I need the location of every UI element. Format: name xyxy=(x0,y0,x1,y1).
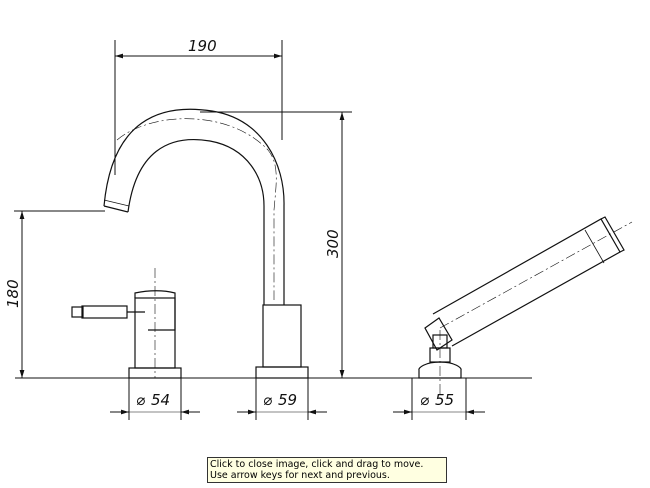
hand-shower xyxy=(418,216,633,395)
lever-mixer-body xyxy=(71,268,182,379)
spout-body xyxy=(103,108,309,379)
dim-180-label: 180 xyxy=(4,279,22,308)
viewer-hint-tooltip[interactable]: Click to close image, click and drag to … xyxy=(207,457,447,483)
dia-symbol-55: ⌀ xyxy=(420,391,429,409)
dim-190-lines xyxy=(114,40,283,175)
dim-59-label: 59 xyxy=(278,391,297,409)
dim-55-label: 55 xyxy=(435,391,454,409)
dim-190-label: 190 xyxy=(188,37,217,55)
dim-54-lines xyxy=(110,378,200,420)
dim-300-lines xyxy=(200,111,352,378)
dim-54-label: 54 xyxy=(151,391,170,409)
dim-180-lines xyxy=(14,210,105,378)
dia-symbol-59: ⌀ xyxy=(263,391,272,409)
dim-59-lines xyxy=(237,378,327,420)
dim-300-label: 300 xyxy=(324,229,342,258)
dim-55-lines xyxy=(393,378,485,420)
dia-symbol-54: ⌀ xyxy=(136,391,145,409)
